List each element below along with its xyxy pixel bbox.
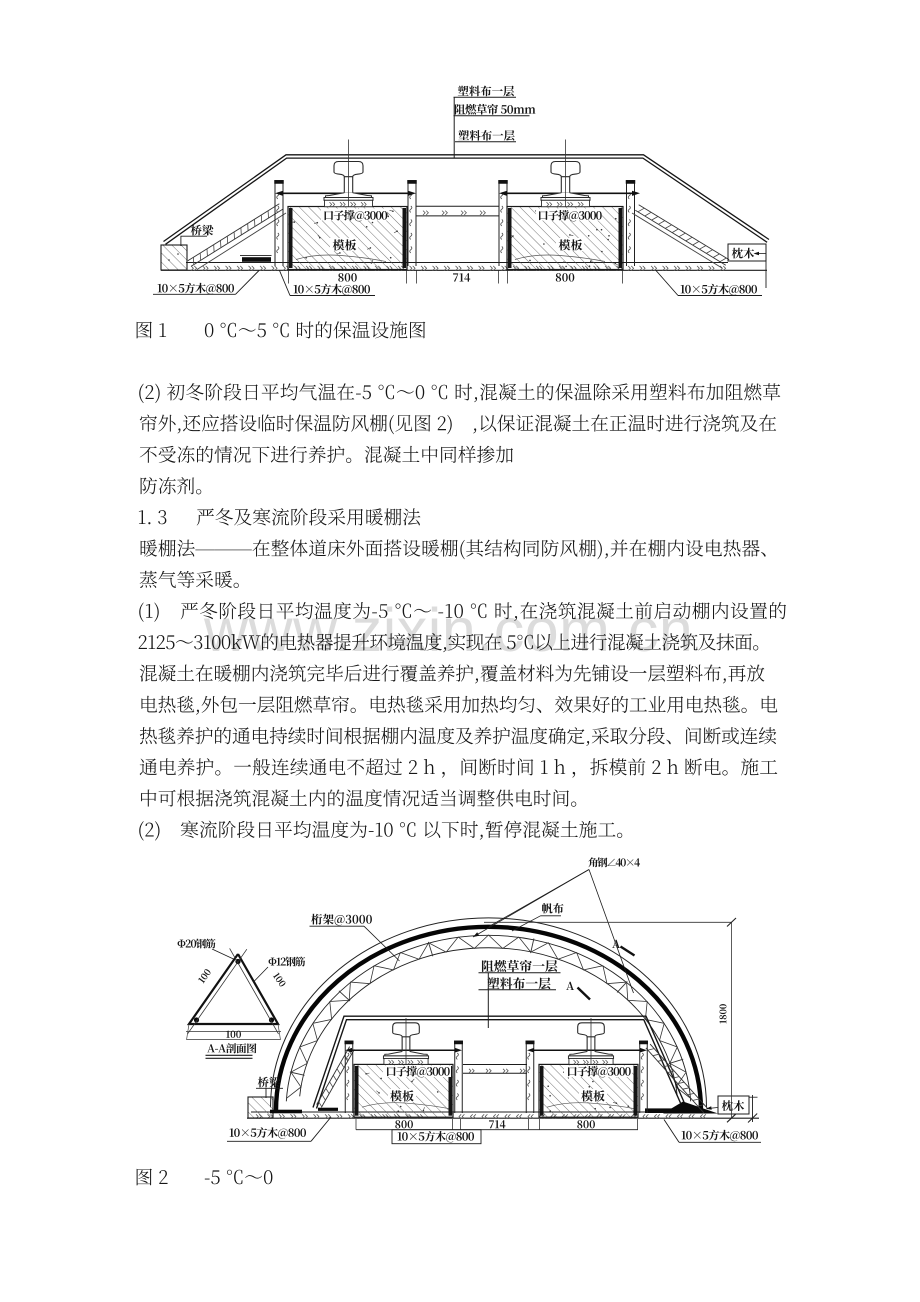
svg-text:www.zixin.com.cn: www.zixin.com.cn	[203, 596, 693, 664]
